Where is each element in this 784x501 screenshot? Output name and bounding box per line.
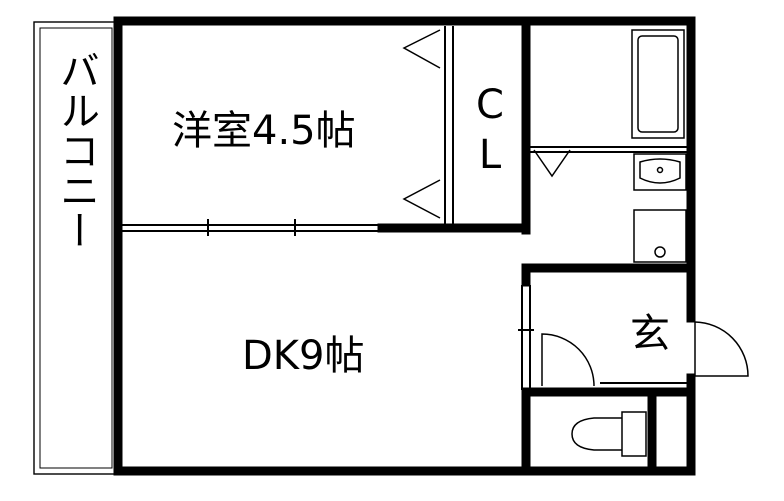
closet-label-l: L xyxy=(479,132,502,178)
walls xyxy=(113,16,696,476)
bathroom-door xyxy=(533,149,571,178)
western-room-label: 洋室4.5帖 xyxy=(172,108,356,154)
toilet-icon xyxy=(571,411,647,457)
closet-folding-door xyxy=(402,29,441,219)
interior-door xyxy=(541,333,595,387)
washbasin-icon xyxy=(633,153,687,191)
closet-label-c: C xyxy=(476,82,504,128)
bathtub-icon xyxy=(631,29,685,139)
dk-label: DK9帖 xyxy=(242,333,364,379)
thin-partitions xyxy=(122,26,687,390)
washing-machine-icon xyxy=(633,209,687,263)
balcony-label: バルコニー xyxy=(53,50,99,250)
entrance-label: 玄 xyxy=(630,311,670,357)
entrance-door xyxy=(694,321,749,377)
